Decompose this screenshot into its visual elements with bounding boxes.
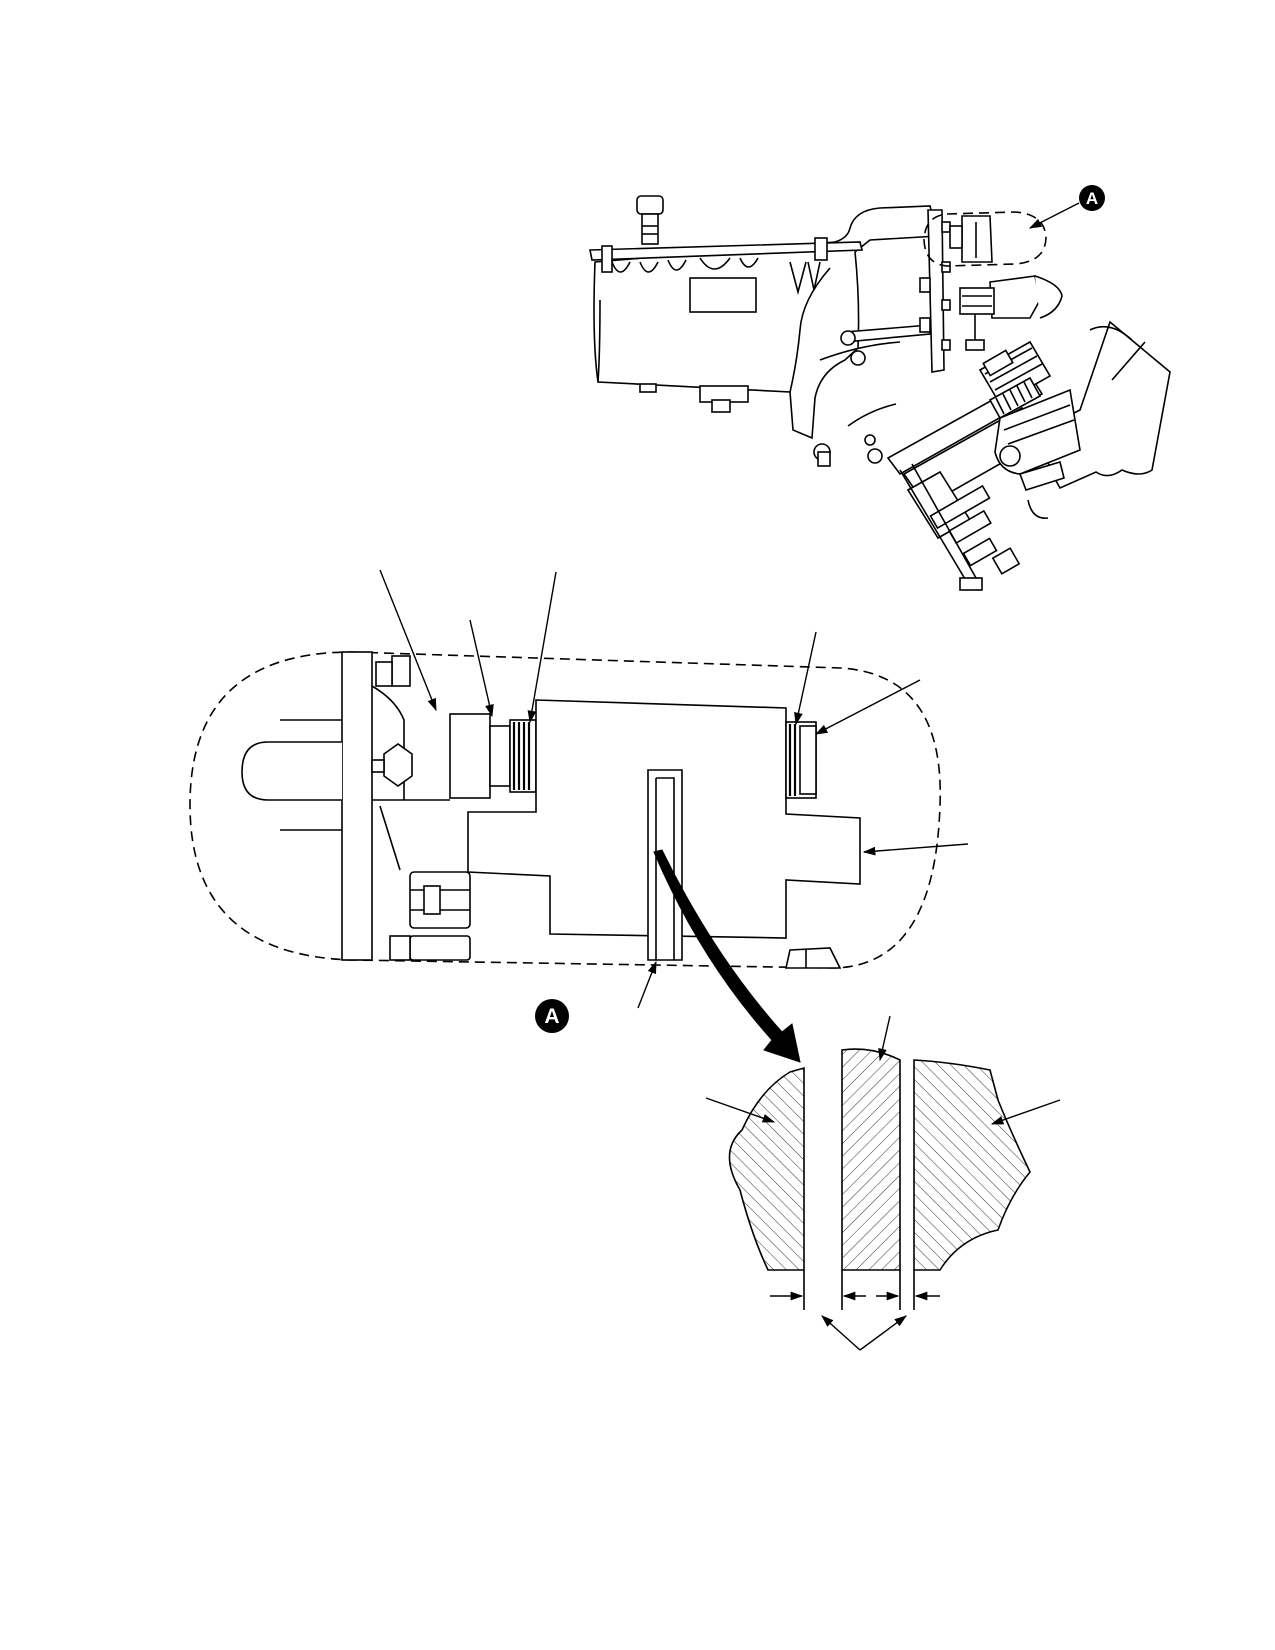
leader-clearance-left: [821, 1315, 861, 1351]
valve-body: [994, 320, 1171, 519]
clearance-section-view: [705, 1015, 1061, 1351]
section-right-part: [913, 1059, 1031, 1271]
overview-callout-a-label: A: [1086, 189, 1098, 208]
leader-center-blade: [878, 1015, 891, 1062]
leader-body: [862, 843, 969, 856]
leader-right-part: [990, 1099, 1061, 1125]
mounting-plate: [341, 651, 373, 961]
detail-a-enlarged-view: A: [189, 569, 969, 1063]
section-left-part: [728, 1066, 805, 1271]
leader-spring-right: [794, 631, 817, 726]
leader-left-part: [705, 1097, 776, 1123]
bearing-boss: [449, 713, 491, 799]
leader-spring-left: [527, 571, 557, 724]
detail-callout-a-badge: [535, 999, 569, 1033]
leader-nut-right: [814, 679, 921, 735]
leader-slot: [637, 960, 657, 1009]
leader-clearance-right: [859, 1315, 908, 1351]
leader-bracket: [379, 569, 437, 712]
leader-bearing: [469, 619, 494, 718]
overview-callout-a-leader: [1028, 202, 1080, 229]
section-center-blade: [841, 1048, 901, 1271]
overview-callout-a-badge: [1079, 185, 1105, 211]
section-view-arrow: [653, 849, 801, 1063]
detail-callout-a-label: A: [544, 1005, 559, 1028]
overview-assembly: A: [589, 185, 1171, 591]
